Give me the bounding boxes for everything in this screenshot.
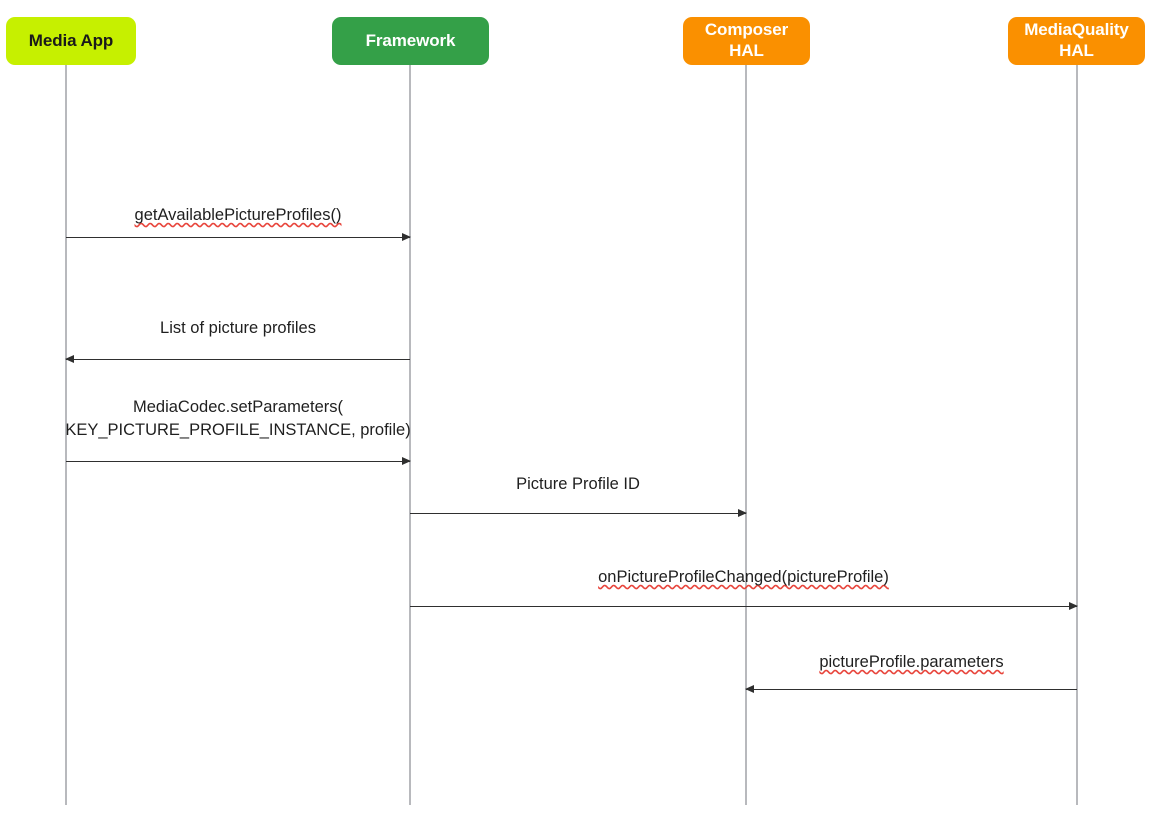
- participant-mediaquality-hal[interactable]: MediaQuality HAL: [1008, 17, 1145, 65]
- lifeline-framework: [409, 65, 411, 805]
- arrow-head-icon: [745, 684, 754, 693]
- message-label-msg-picture-profile-id: Picture Profile ID: [516, 475, 640, 493]
- message-label-msg-on-picture-profile-changed: onPictureProfileChanged(pictureProfile): [598, 568, 889, 586]
- arrow-head-icon: [1069, 601, 1078, 610]
- arrow-head-icon: [402, 232, 411, 241]
- message-label-msg-get-available-picture-profiles: getAvailablePictureProfiles(): [134, 206, 342, 224]
- arrow-line: [66, 461, 410, 462]
- message-label-msg-list-of-picture-profiles: List of picture profiles: [160, 319, 316, 337]
- arrow-head-icon: [65, 354, 74, 363]
- arrow-line: [410, 606, 1077, 607]
- lifeline-media-app: [65, 65, 67, 805]
- arrow-head-icon: [738, 508, 747, 517]
- arrow-line: [66, 237, 410, 238]
- arrow-line: [66, 359, 410, 360]
- arrow-line: [410, 513, 746, 514]
- message-label-msg-mediacodec-setparameters: MediaCodec.setParameters( KEY_PICTURE_PR…: [65, 398, 411, 440]
- participant-media-app[interactable]: Media App: [6, 17, 136, 65]
- message-label-msg-pictureprofile-parameters: pictureProfile.parameters: [819, 653, 1004, 671]
- lifeline-composer-hal: [745, 65, 747, 805]
- participant-framework[interactable]: Framework: [332, 17, 489, 65]
- lifeline-mediaquality-hal: [1076, 65, 1078, 805]
- arrow-line: [746, 689, 1077, 690]
- arrow-head-icon: [402, 456, 411, 465]
- participant-composer-hal[interactable]: Composer HAL: [683, 17, 810, 65]
